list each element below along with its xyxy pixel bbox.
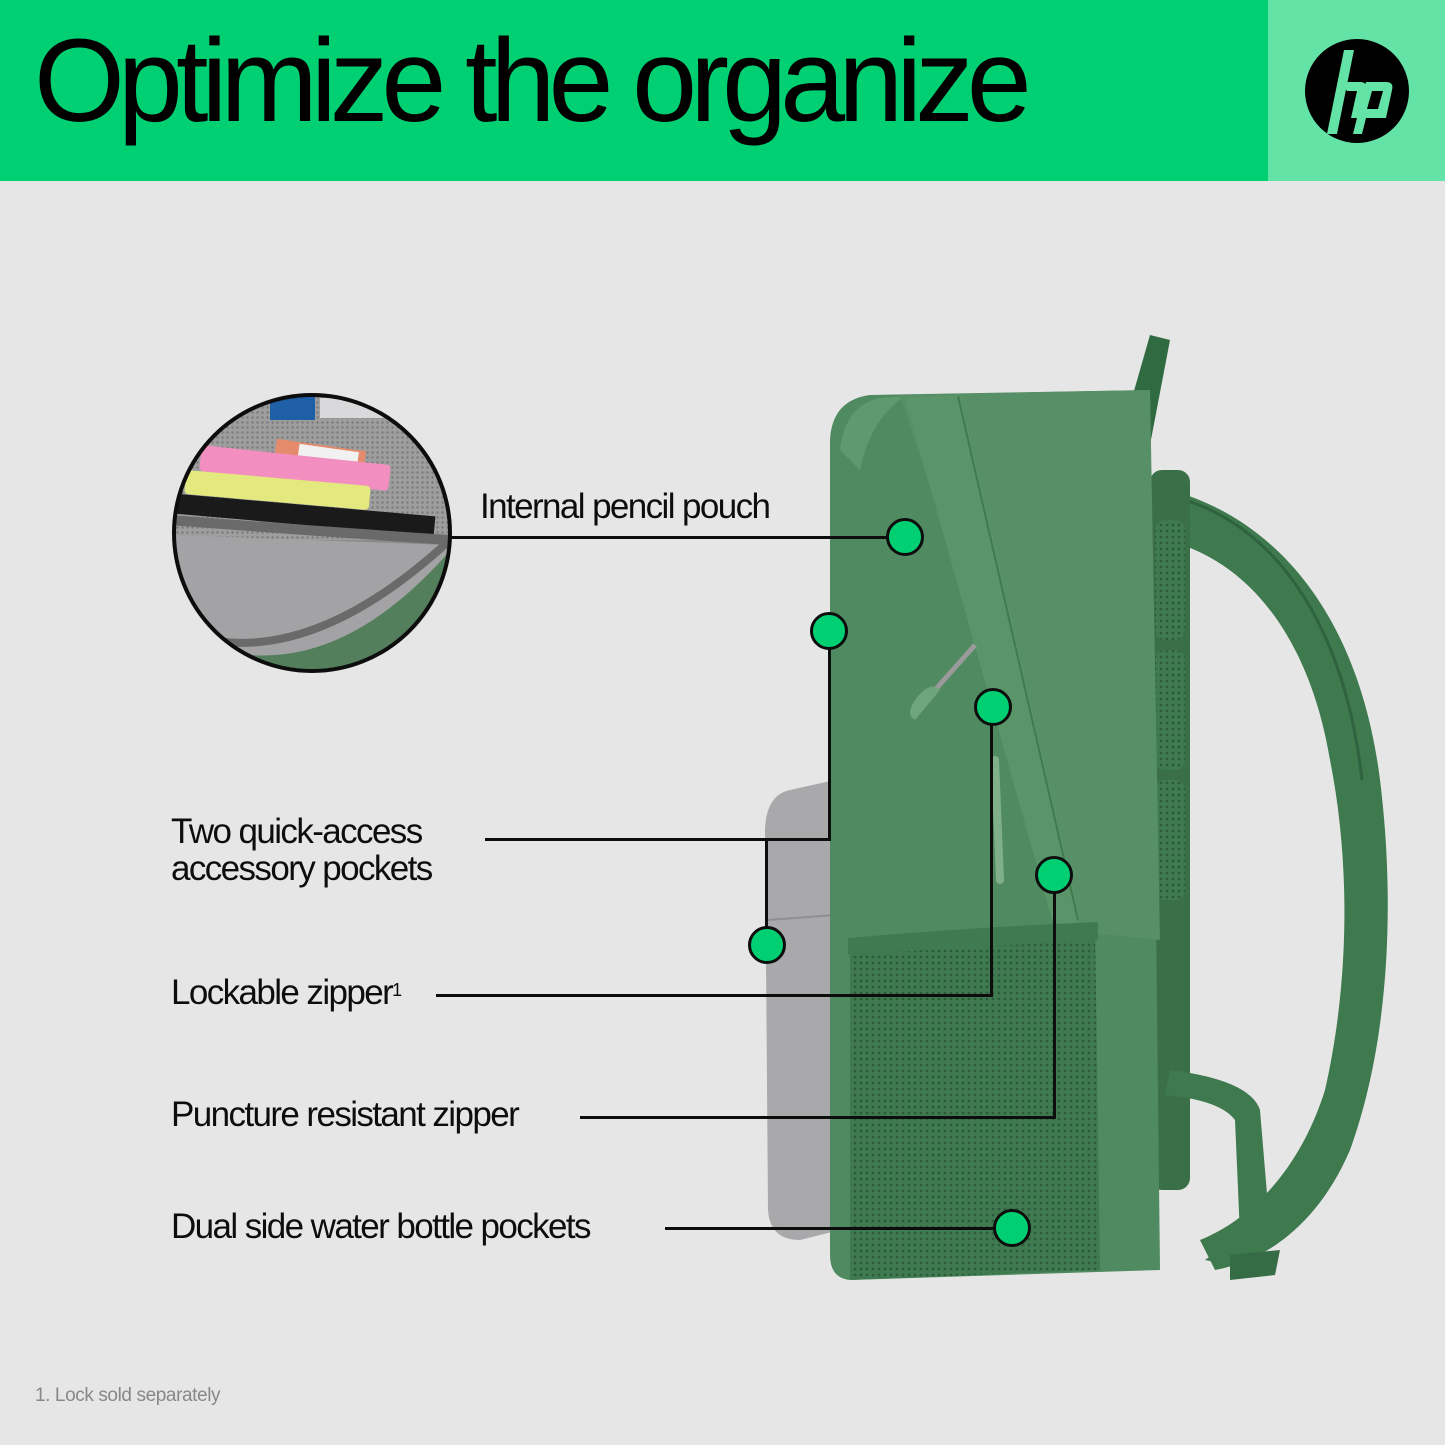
callout-dot-internal-pencil-pouch[interactable]	[886, 518, 924, 556]
lockable-zipper-text: Lockable zipper	[171, 973, 394, 1012]
callout-line-quick-access-horizontal	[485, 838, 831, 841]
callout-line-lockable-zipper-vertical	[990, 724, 993, 997]
callout-dot-lockable-zipper[interactable]	[974, 688, 1012, 726]
callout-label-lockable-zipper: Lockable zipper1	[171, 974, 402, 1011]
callout-label-line1: Two quick-access	[171, 812, 423, 851]
page-title: Optimize the organize	[34, 15, 1032, 147]
callout-dot-quick-access-upper[interactable]	[810, 612, 848, 650]
callout-line-puncture-vertical	[1053, 892, 1056, 1119]
backpack-illustration	[172, 335, 1388, 1280]
callout-label-water-bottle-pockets: Dual side water bottle pockets	[171, 1207, 592, 1246]
callout-label-line2: accessory pockets	[171, 849, 433, 888]
logo-panel	[1268, 0, 1445, 181]
callout-dot-puncture-resistant-zipper[interactable]	[1035, 856, 1073, 894]
callout-dot-water-bottle-pockets[interactable]	[993, 1209, 1031, 1247]
callout-line-lockable-zipper-horizontal	[436, 994, 993, 997]
callout-line-water-bottle	[665, 1227, 997, 1230]
hp-logo-icon	[1305, 39, 1409, 143]
callout-line-internal-pencil-pouch	[450, 536, 890, 539]
callout-label-puncture-resistant-zipper: Puncture resistant zipper	[171, 1095, 520, 1134]
callout-label-quick-access-pockets: Two quick-access accessory pockets	[171, 812, 433, 888]
footnote-ref: 1	[392, 980, 403, 1000]
callout-label-internal-pencil-pouch: Internal pencil pouch	[480, 487, 771, 526]
footnote: 1. Lock sold separately	[35, 1385, 221, 1406]
callout-line-quick-access-vertical-lower	[765, 838, 768, 930]
header-banner: Optimize the organize	[0, 0, 1268, 181]
callout-dot-quick-access-lower[interactable]	[748, 926, 786, 964]
callout-line-quick-access-vertical-upper	[828, 648, 831, 841]
callout-line-puncture-horizontal	[580, 1116, 1056, 1119]
